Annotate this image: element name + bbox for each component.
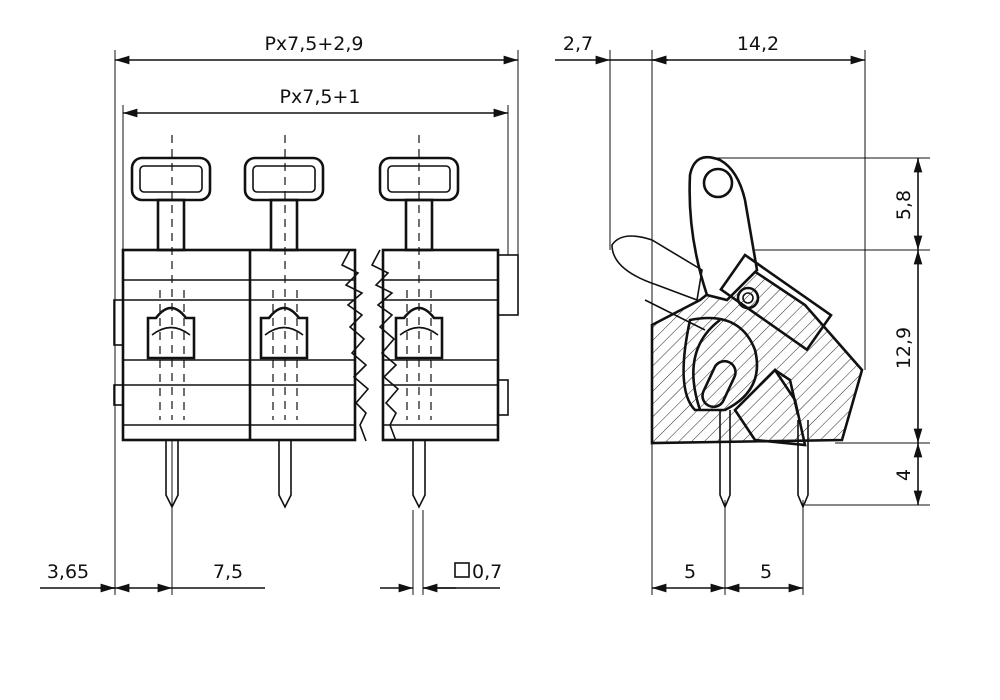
- pin-square-label: 0,7: [472, 561, 502, 583]
- pole-2: [243, 135, 325, 509]
- pin-spacing-2-label: 5: [760, 561, 772, 583]
- pole-1: [130, 135, 212, 509]
- pin-length-label: 4: [893, 469, 915, 481]
- pin-spacing-1-label: 5: [684, 561, 696, 583]
- side-view: 2,7 14,2 5,8 12,9 4 5 5: [555, 33, 930, 595]
- side-depth-label: 14,2: [737, 33, 779, 55]
- lever-open-outline: [611, 235, 703, 302]
- side-offset-label: 2,7: [563, 33, 593, 55]
- pole-3: [378, 135, 460, 509]
- pin-2: [797, 420, 809, 510]
- break-line: [340, 249, 370, 442]
- pin-1: [719, 410, 731, 510]
- overall-width-label: Px7,5+2,9: [264, 33, 363, 55]
- housing-left: [113, 248, 357, 442]
- square-symbol-icon: [454, 562, 470, 578]
- body-height-label: 12,9: [893, 327, 915, 369]
- left-offset-label: 3,65: [47, 561, 89, 583]
- lever: [688, 155, 759, 302]
- inner-width-label: Px7,5+1: [280, 86, 361, 108]
- housing-right: [381, 248, 519, 442]
- front-view: Px7,5+2,9 Px7,5+1: [40, 33, 519, 595]
- lever-height-label: 5,8: [893, 190, 915, 220]
- pitch-label: 7,5: [213, 561, 243, 583]
